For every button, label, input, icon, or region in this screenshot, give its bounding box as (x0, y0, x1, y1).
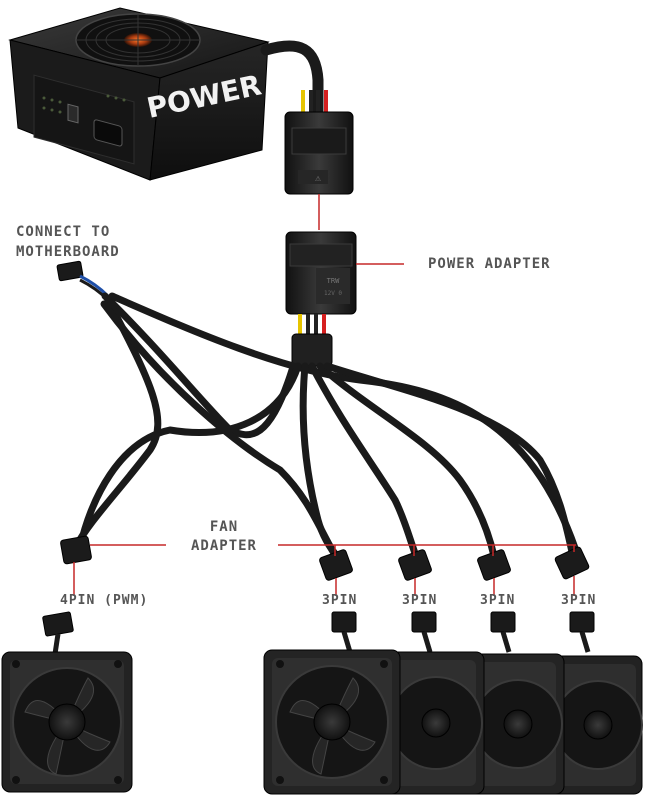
psu-molex-connector: ⚠ (284, 111, 354, 195)
psu-rear-panel (33, 74, 135, 165)
power-supply-unit: POWER (8, 7, 270, 181)
psu-colored-wires (301, 90, 328, 114)
fan-3pin-d (547, 655, 643, 795)
fan-plug-3pin-c (490, 611, 516, 653)
svg-text:TRW: TRW (327, 277, 340, 285)
fan-plug-3pin-b (411, 611, 437, 653)
svg-text:12V 0: 12V 0 (324, 290, 342, 297)
label-power-adapter: POWER ADAPTER (428, 256, 551, 272)
psu-fan-icon (75, 13, 201, 67)
fan-adapter-connectors (60, 535, 590, 581)
label-3pin-b: 3PIN (402, 593, 438, 608)
fan-3pin-c (467, 653, 565, 795)
power-adapter-connector: TRW 12V 0 (285, 231, 357, 315)
leader-lines-fan-adapter (73, 544, 576, 596)
svg-text:⚠: ⚠ (315, 175, 322, 183)
label-fan-adapter-line2: ADAPTER (190, 538, 257, 554)
label-4pin-pwm: 4PIN (PWM) (60, 593, 149, 608)
label-connect-line2: MOTHERBOARD (16, 244, 120, 260)
splitter-cables (71, 292, 579, 560)
label-3pin-c: 3PIN (480, 593, 516, 608)
label-3pin-a: 3PIN (322, 593, 358, 608)
label-connect-line1: CONNECT TO (16, 224, 111, 240)
label-3pin-d: 3PIN (561, 593, 597, 608)
adapter-colored-wires (291, 314, 333, 367)
fan-plug-3pin-a (331, 611, 357, 653)
label-fan-adapter-line1: FAN (209, 519, 239, 535)
label-connect-to-motherboard: CONNECT TO MOTHERBOARD (16, 222, 120, 262)
fan-plug-4pin (42, 611, 74, 655)
fan-plugs (42, 611, 595, 655)
fan-4pin (1, 651, 133, 793)
fan-3pin-b (385, 651, 485, 795)
fan-3pin-a (263, 649, 401, 795)
fan-plug-3pin-d (569, 611, 595, 653)
label-fan-adapter: FAN ADAPTER (172, 518, 276, 556)
motherboard-connector (56, 260, 110, 302)
psu-output-cable (260, 40, 324, 118)
